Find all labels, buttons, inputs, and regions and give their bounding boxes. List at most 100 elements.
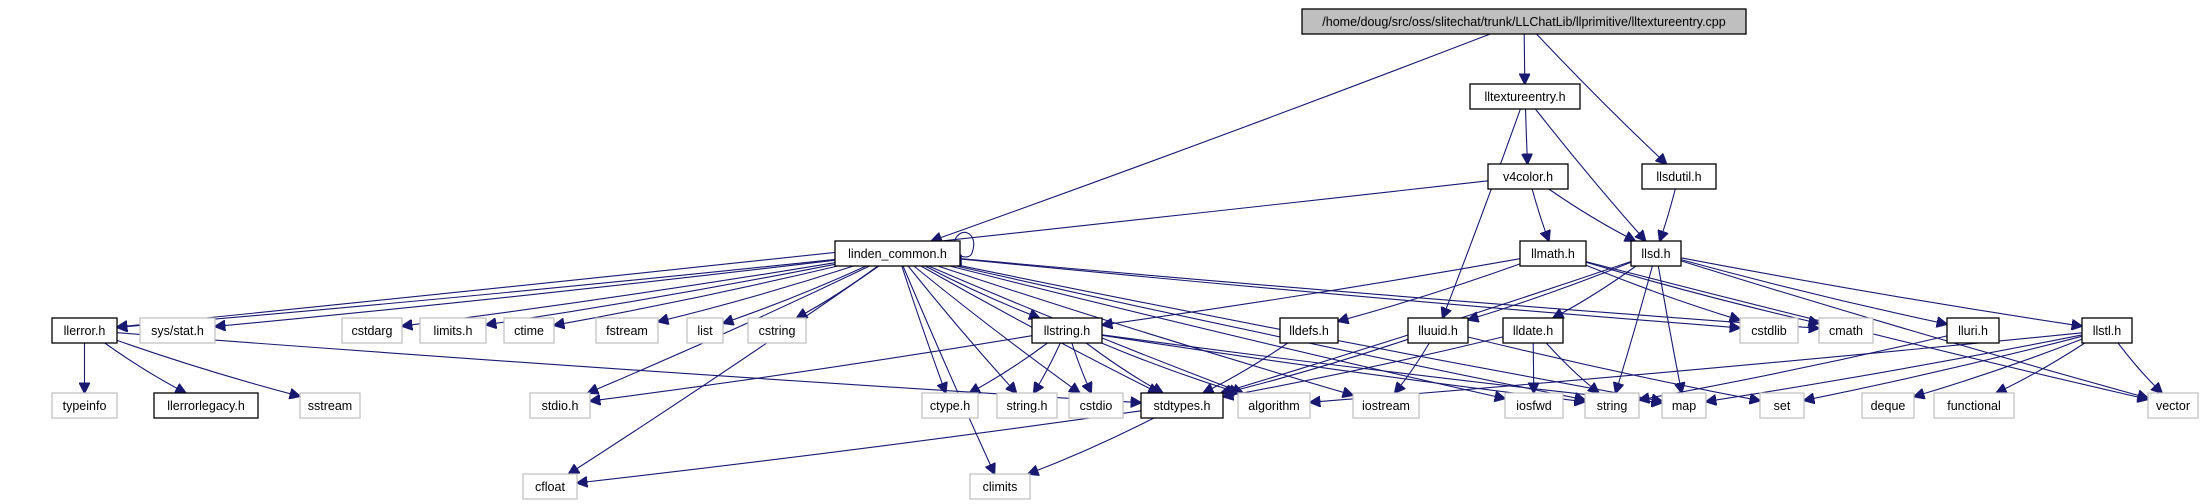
edge-llmath-h-to-lldefs-h	[1338, 263, 1521, 321]
edge-llstl-h-to-deque	[1914, 338, 2083, 397]
node-v4color-h-label: v4color.h	[1503, 170, 1553, 184]
edge-lluri-h-to-string	[1639, 335, 1948, 400]
edge-linden-common-h-to-limits-h	[486, 263, 836, 325]
node-llerror-h-label: llerror.h	[64, 324, 106, 338]
edge-lluuid-h-to-set	[1467, 336, 1760, 401]
edge-llsd-h-to-lluri-h	[1680, 259, 1947, 325]
node-functional: functional	[1933, 392, 2015, 419]
edge-linden-common-h-to-sys-stat-h	[215, 259, 836, 326]
edge-llstring-h-to-stdio-h	[590, 335, 1033, 401]
edge-linden-common-h-to-cstring	[797, 265, 879, 318]
node-cstring-box	[747, 317, 807, 344]
node-ctype-h-label: ctype.h	[930, 399, 970, 413]
node-llmath-h-box	[1519, 240, 1587, 267]
node-linden-common-h-box	[834, 240, 961, 267]
node-set: set	[1759, 392, 1805, 419]
node-llsdutil-h[interactable]: llsdutil.h	[1641, 163, 1717, 190]
edge-llstl-h-to-map	[1706, 334, 2083, 402]
node-llerror-h[interactable]: llerror.h	[51, 317, 118, 344]
edge-linden-common-self-loop	[954, 231, 975, 257]
node-cstdio-label: cstdio	[1080, 399, 1113, 413]
edge-linden-common-h-to-cmath	[959, 258, 1819, 329]
node-cfloat-box	[522, 473, 578, 500]
node-lldefs-h-box	[1279, 317, 1339, 344]
edge-llmath-h-to-llstring-h	[1102, 258, 1521, 325]
node-sys-stat-h-label: sys/stat.h	[151, 324, 204, 338]
node-stdtypes-h[interactable]: stdtypes.h	[1140, 392, 1224, 419]
node-string-box	[1584, 392, 1640, 419]
node-llerrorlegacy-h[interactable]: llerrorlegacy.h	[153, 392, 259, 419]
node-iosfwd-label: iosfwd	[1516, 399, 1551, 413]
edge-linden-common-h-to-list	[723, 265, 867, 323]
edge-linden-common-h-to-cstdlib	[959, 258, 1740, 328]
edge-llstl-h-to-functional	[1996, 342, 2086, 393]
node-root-label: /home/doug/src/oss/slitechat/trunk/LLCha…	[1322, 15, 1725, 29]
node-llsd-h[interactable]: llsd.h	[1630, 240, 1682, 267]
node-climits: climits	[969, 473, 1031, 500]
edge-linden-common-h-to-iostream	[937, 265, 1353, 395]
edge-lldate-h-to-iosfwd	[1533, 342, 1534, 393]
node-typeinfo: typeinfo	[51, 392, 118, 419]
node-llmath-h[interactable]: llmath.h	[1519, 240, 1587, 267]
edge-root-to-llsdutil-h	[1536, 33, 1667, 164]
node-climits-label: climits	[983, 480, 1018, 494]
node-functional-box	[1933, 392, 2015, 419]
node-lldate-h[interactable]: lldate.h	[1502, 317, 1564, 344]
edge-llstring-h-to-string	[1101, 334, 1585, 402]
node-lluri-h-label: lluri.h	[1958, 324, 1988, 338]
edge-linden-common-h-to-cstdarg	[402, 262, 836, 326]
node-lltextureentry-h-box	[1469, 83, 1581, 110]
node-iosfwd: iosfwd	[1504, 392, 1564, 419]
node-llstring-h-label: llstring.h	[1044, 324, 1091, 338]
node-lltextureentry-h[interactable]: lltextureentry.h	[1469, 83, 1581, 110]
node-cstdlib-box	[1739, 317, 1799, 344]
edge-llerror-h-to-stdtypes-h	[116, 332, 1141, 403]
node-lluuid-h-box	[1407, 317, 1469, 344]
node-llstl-h-box	[2081, 317, 2133, 344]
node-iostream-box	[1352, 392, 1420, 419]
edge-linden-common-h-to-ctype-h	[901, 265, 946, 393]
node-algorithm-box	[1237, 392, 1311, 419]
node-lluuid-h-label: lluuid.h	[1418, 324, 1458, 338]
node-deque-label: deque	[1871, 399, 1906, 413]
node-cstdlib: cstdlib	[1739, 317, 1799, 344]
node-cstdarg-label: cstdarg	[352, 324, 393, 338]
edge-llsd-h-to-vector	[1680, 260, 2148, 398]
node-algorithm: algorithm	[1237, 392, 1311, 419]
node-v4color-h[interactable]: v4color.h	[1487, 163, 1569, 190]
node-list-label: list	[697, 324, 713, 338]
node-llsdutil-h-label: llsdutil.h	[1656, 170, 1701, 184]
edge-linden-common-h-to-fstream	[658, 265, 854, 322]
edge-lluuid-h-to-iostream	[1395, 342, 1430, 393]
node-deque-box	[1861, 392, 1915, 419]
node-cstdarg: cstdarg	[341, 317, 403, 344]
node-string-h-label: string.h	[1007, 399, 1048, 413]
node-lltextureentry-h-label: lltextureentry.h	[1484, 90, 1565, 104]
edge-linden-common-h-to-string	[956, 265, 1585, 400]
node-llstring-h[interactable]: llstring.h	[1031, 317, 1103, 344]
node-lldefs-h[interactable]: lldefs.h	[1279, 317, 1339, 344]
node-deque: deque	[1861, 392, 1915, 419]
node-fstream: fstream	[595, 317, 659, 344]
node-cstdlib-label: cstdlib	[1751, 324, 1786, 338]
node-llstl-h[interactable]: llstl.h	[2081, 317, 2133, 344]
edge-llsd-h-to-lluuid-h	[1468, 261, 1632, 320]
node-llmath-h-label: llmath.h	[1531, 247, 1575, 261]
edge-llsdutil-h-to-llsd-h	[1660, 188, 1676, 241]
node-cfloat-label: cfloat	[535, 480, 565, 494]
edge-linden-common-h-to-climits	[902, 265, 995, 474]
edge-v4color-h-to-llmath-h	[1531, 188, 1549, 241]
edge-llstring-h-to-ctype-h	[970, 342, 1048, 393]
node-typeinfo-label: typeinfo	[63, 399, 107, 413]
node-root[interactable]: /home/doug/src/oss/slitechat/trunk/LLCha…	[1301, 8, 1747, 35]
edge-lldefs-h-to-stdtypes-h	[1203, 342, 1289, 393]
edge-llerror-h-to-llerrorlegacy-h	[104, 342, 186, 393]
node-lluuid-h[interactable]: lluuid.h	[1407, 317, 1469, 344]
node-vector-label: vector	[2156, 399, 2190, 413]
node-lluri-h[interactable]: lluri.h	[1946, 317, 2000, 344]
node-linden-common-h[interactable]: linden_common.h	[834, 240, 961, 267]
node-cstdio-box	[1068, 392, 1124, 419]
node-vector-box	[2147, 392, 2199, 419]
edge-llmath-h-to-cmath	[1585, 261, 1819, 323]
edge-lltextureentry-h-to-v4color-h	[1526, 108, 1528, 164]
